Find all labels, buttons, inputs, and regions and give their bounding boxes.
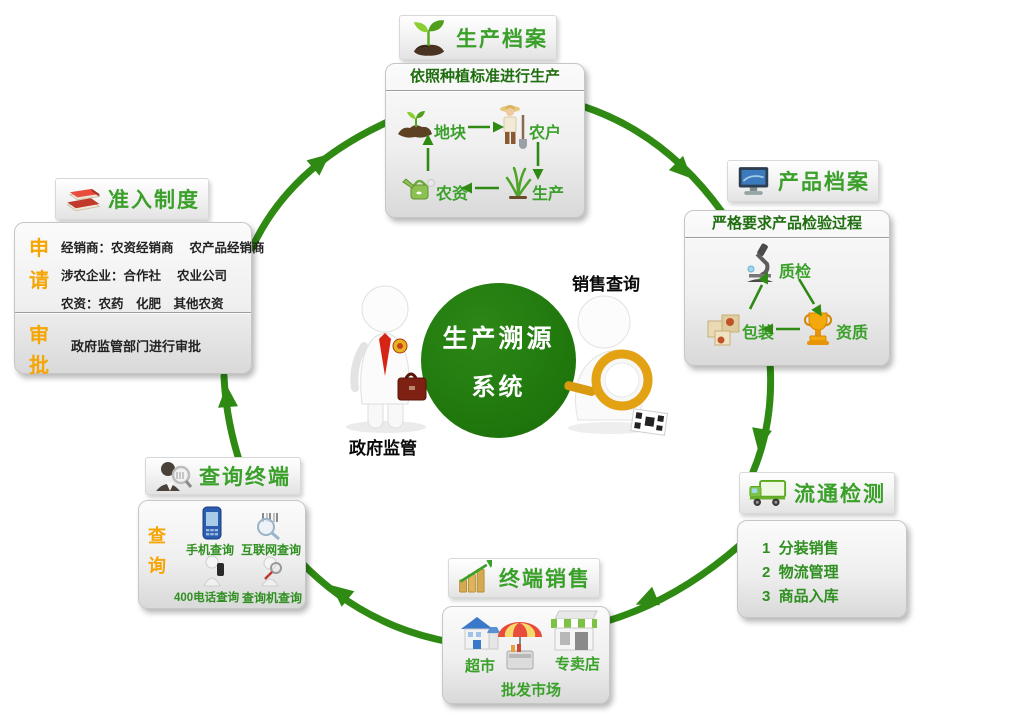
apply-line-dealers: 经销商：农资经销商 农产品经销商 <box>61 241 265 255</box>
rice-icon <box>505 166 532 199</box>
product-archive-header: 产品档案 <box>727 160 879 202</box>
supermarket-label: 超市 <box>465 658 496 675</box>
supermarket-icon <box>461 617 500 650</box>
farmer-label: 农户 <box>529 125 562 142</box>
wholesale-label: 批发市场 <box>501 682 562 699</box>
sales-query-label: 销售查询 <box>572 275 640 294</box>
machine-query-label: 查询机查询 <box>242 591 303 605</box>
center-title-line1: 生产溯源 <box>442 325 555 353</box>
person-magnifier-icon <box>156 462 192 491</box>
production-archive-header: 生产档案 <box>399 15 557 60</box>
admission-box: 申请 经销商：农资经销商 农产品经销商 涉农企业：合作社 农业公司 农资：农药 … <box>14 222 264 377</box>
product-archive-title: 产品档案 <box>778 171 870 194</box>
approve-label: 审批 <box>29 325 49 377</box>
admission-title: 准入制度 <box>108 189 200 212</box>
product-flow-arrows <box>748 272 822 335</box>
truck-icon <box>749 480 787 506</box>
production-box: 依照种植标准进行生产 地块 农户 农资 <box>385 63 585 218</box>
inspector-figure <box>564 295 669 436</box>
specialty-store-icon <box>551 610 598 651</box>
plot-label: 地块 <box>434 125 467 142</box>
terminal-sales-title: 终端销售 <box>499 568 591 591</box>
farmer-icon <box>500 105 527 149</box>
produce-label: 生产 <box>532 186 565 203</box>
phone400-figure-icon <box>203 555 224 587</box>
query-machine-icon <box>261 556 282 587</box>
production-flow-arrows <box>422 121 544 194</box>
qc-label: 质检 <box>779 264 812 281</box>
apply-line-supplies: 农资：农药 化肥 其他农资 <box>61 297 224 311</box>
specialty-label: 专卖店 <box>555 656 601 673</box>
gold-bars-icon <box>459 560 492 593</box>
circulation-header: 流通检测 <box>739 472 895 514</box>
government-figure <box>346 285 427 433</box>
circulation-item-3: 3 商品入库 <box>762 588 839 605</box>
center-circle: 生产溯源 系统 <box>421 283 576 438</box>
internet-barcode-icon <box>257 513 280 540</box>
production-box-title: 依照种植标准进行生产 <box>386 64 584 91</box>
sprout-icon <box>413 19 445 56</box>
soil-icon <box>398 111 432 138</box>
query-terminal-header: 查询终端 <box>145 457 301 495</box>
query-box: 查询 手机查询 互联网查询 400电 <box>138 500 306 609</box>
center-title-line2: 系统 <box>471 374 526 401</box>
query-label: 查询 <box>148 526 166 576</box>
circulation-item-1: 1 分装销售 <box>762 540 839 557</box>
admission-header: 准入制度 <box>55 178 209 220</box>
circulation-box: 1 分装销售 2 物流管理 3 商品入库 <box>737 520 907 618</box>
admission-divider <box>15 312 251 313</box>
supplies-label: 农资 <box>436 186 469 203</box>
wholesale-stand-icon <box>498 622 542 670</box>
computer-icon <box>738 167 769 195</box>
circulation-title: 流通检测 <box>794 483 886 506</box>
trophy-icon <box>803 312 833 345</box>
terminal-box: 超市 批发市场 专卖店 <box>442 606 610 704</box>
terminal-sales-header: 终端销售 <box>448 558 600 598</box>
approve-line: 政府监管部门进行审批 <box>71 339 202 354</box>
mobile-phone-icon <box>202 506 222 540</box>
books-icon <box>66 188 101 212</box>
production-archive-title: 生产档案 <box>456 27 548 51</box>
product-box: 严格要求产品检验过程 质检 包装 资质 <box>684 210 890 366</box>
qualification-label: 资质 <box>836 325 869 342</box>
package-icon <box>707 314 740 346</box>
apply-line-enterprises: 涉农企业：合作社 农业公司 <box>61 269 227 283</box>
apply-label: 申请 <box>29 238 49 292</box>
phone400-query-label: 400电话查询 <box>174 592 240 604</box>
apply-lines: 经销商：农资经销商 农产品经销商 涉农企业：合作社 农业公司 农资：农药 化肥 … <box>61 237 264 321</box>
query-terminal-title: 查询终端 <box>199 466 291 489</box>
mobile-query-label: 手机查询 <box>186 543 235 557</box>
internet-query-label: 互联网查询 <box>241 543 302 557</box>
government-label: 政府监管 <box>349 439 417 458</box>
circulation-item-2: 2 物流管理 <box>762 564 839 581</box>
watering-can-icon <box>402 178 435 200</box>
product-box-title: 严格要求产品检验过程 <box>685 211 889 238</box>
